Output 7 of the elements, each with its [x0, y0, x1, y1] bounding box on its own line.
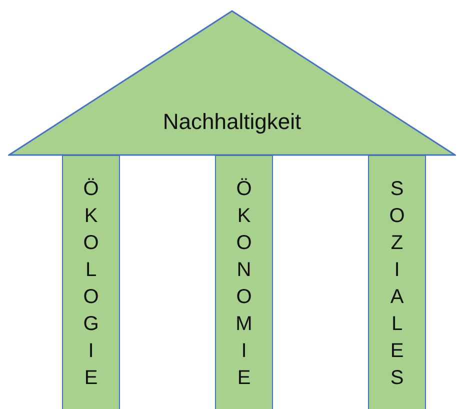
pillar-label: SOZIALES: [387, 178, 407, 396]
pillar-label: ÖKONOMIE: [234, 178, 254, 396]
pillar: [62, 155, 120, 409]
pillar: [368, 155, 426, 409]
roof-label: Nachhaltigkeit: [162, 109, 302, 135]
pillar: [215, 155, 273, 409]
pillar-label: ÖKOLOGIE: [81, 178, 101, 396]
